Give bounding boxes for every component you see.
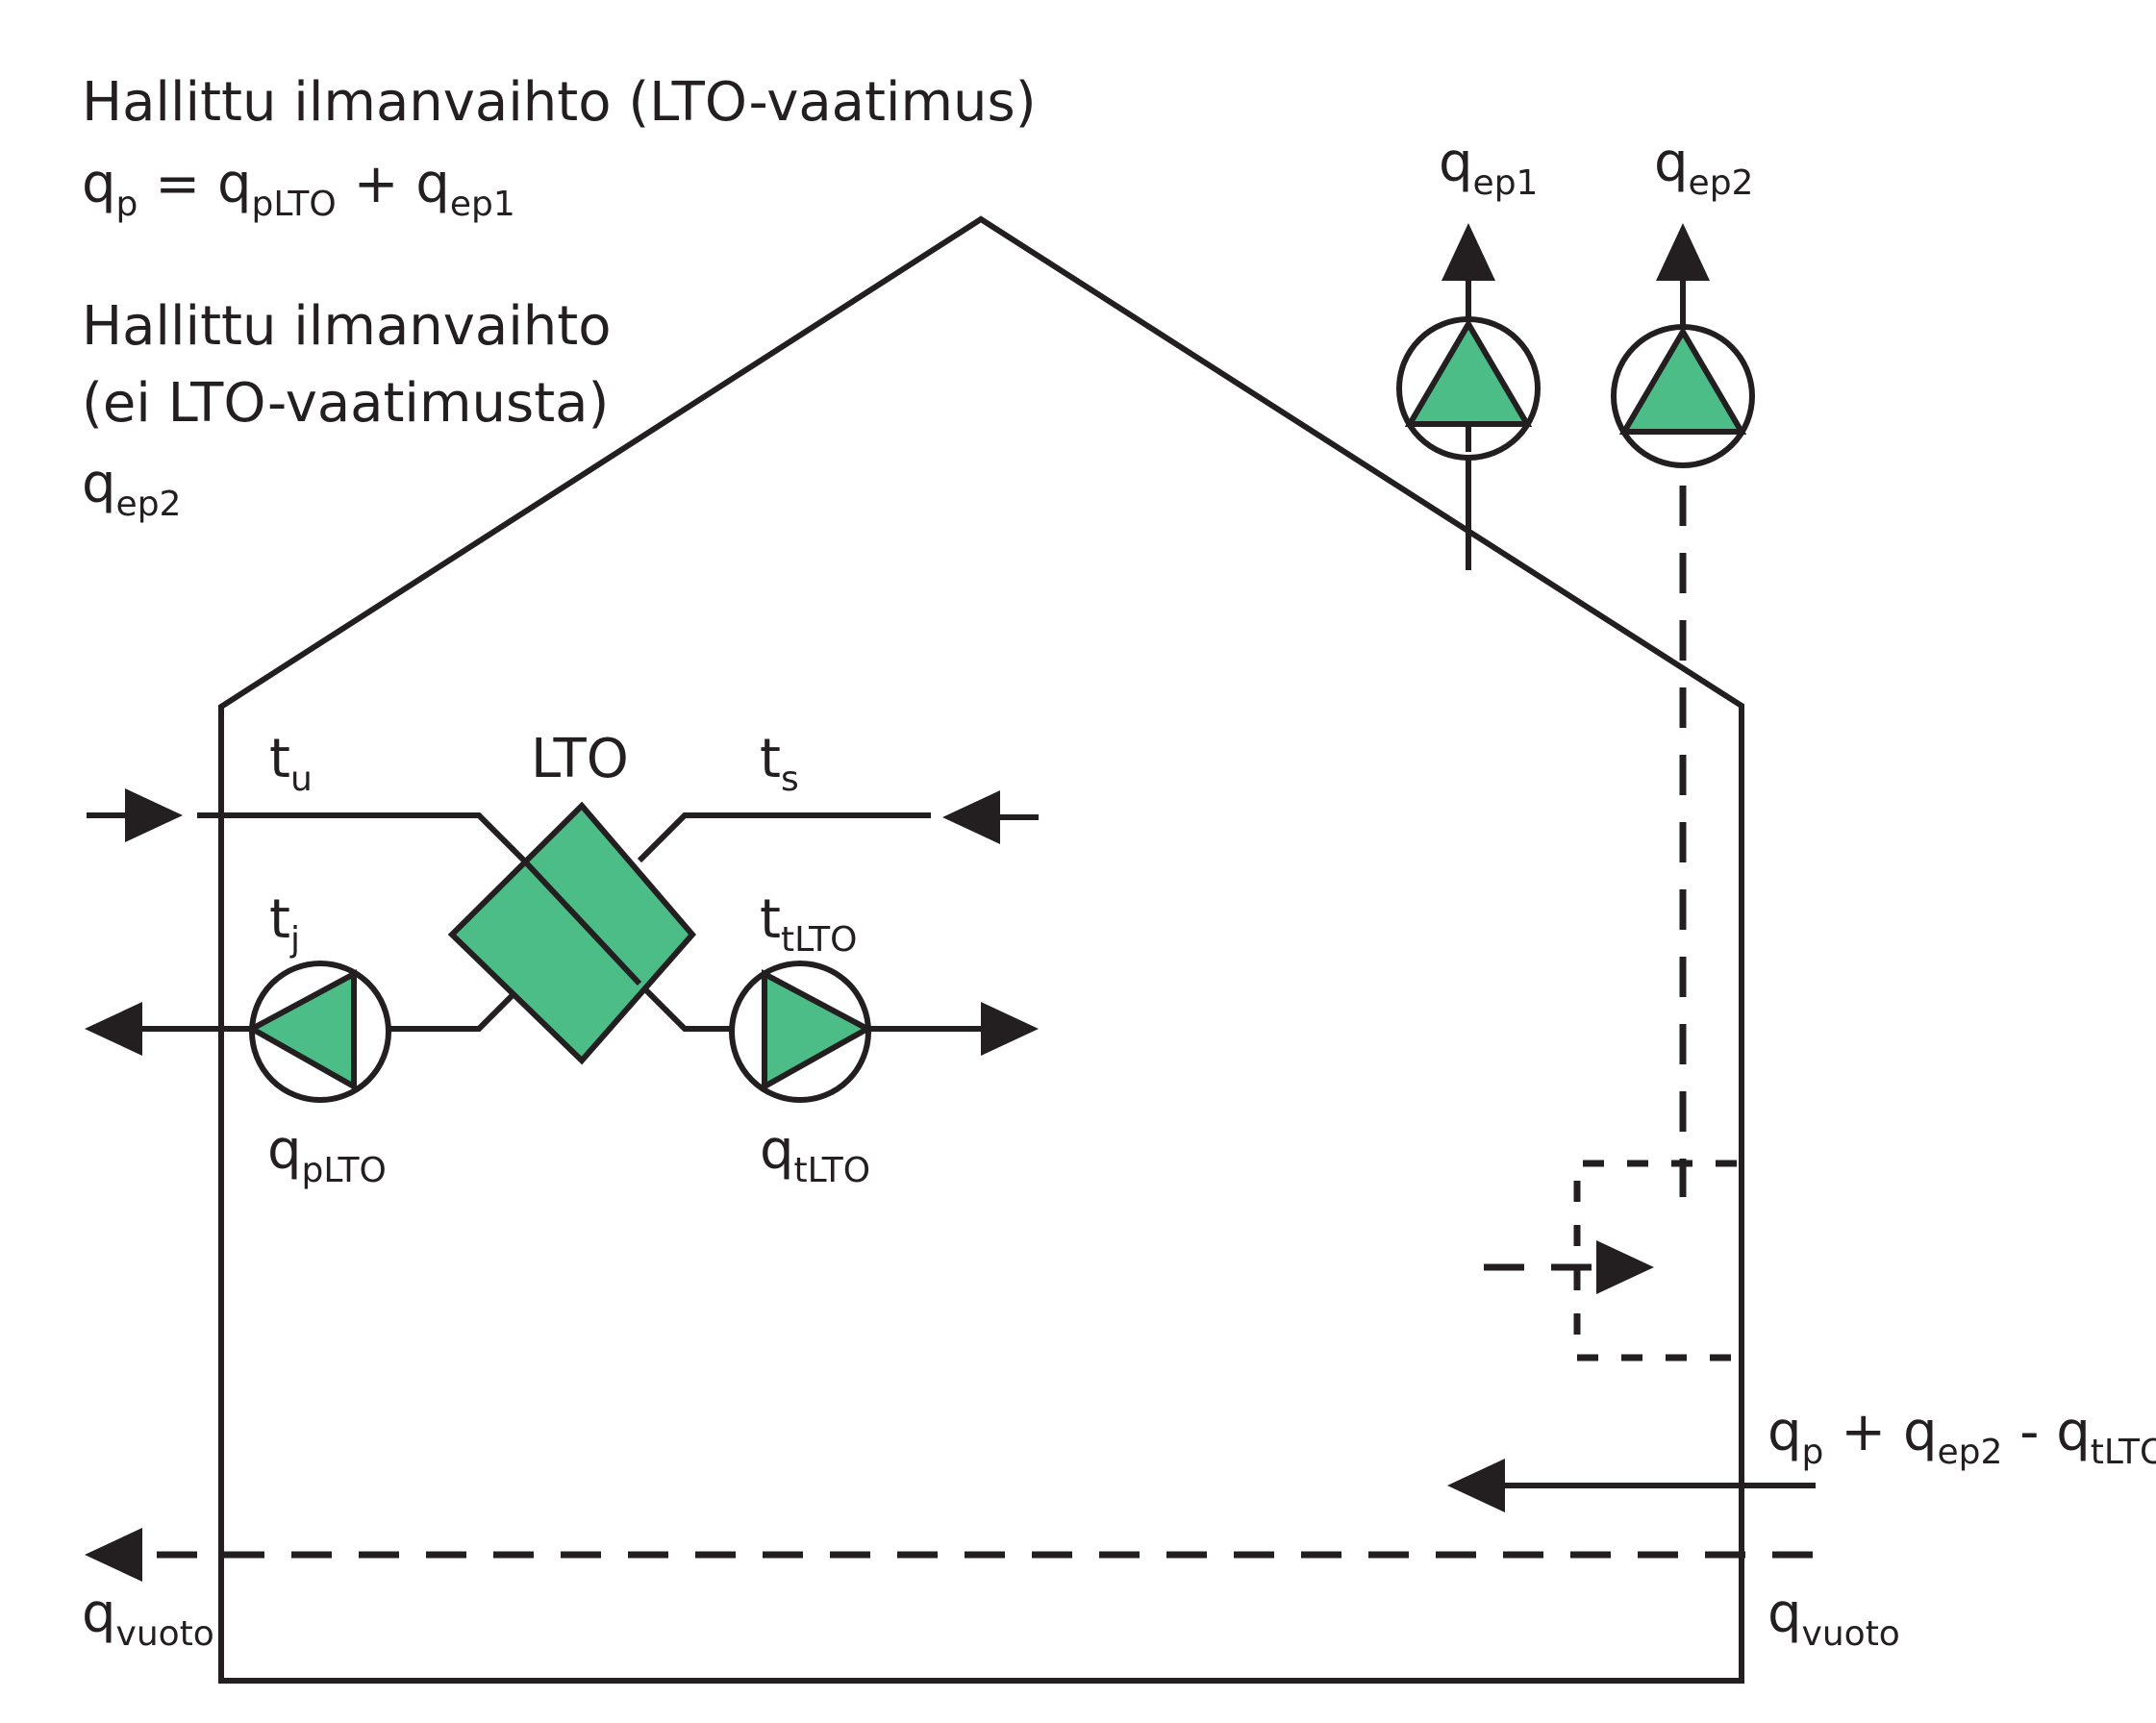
- label-qplto: qpLTO: [267, 1119, 387, 1190]
- leak-flow-line: [85, 1528, 1813, 1582]
- header-title-nolto-2: (ei LTO-vaatimusta): [82, 372, 609, 435]
- exhaust-fan-icon: [245, 961, 391, 1103]
- header-title-nolto-1: Hallittu ilmanvaihto: [82, 295, 612, 358]
- label-qep1: qep1: [1439, 132, 1538, 203]
- label-qvuoto-left: qvuoto: [82, 1583, 214, 1654]
- exhaust-fan-ep2-icon: [1611, 223, 1755, 1197]
- label-lto: LTO: [531, 728, 629, 790]
- supply-air-duct: [87, 788, 1039, 863]
- label-tj: tj: [269, 888, 300, 960]
- balance-flow-arrow: [1447, 1459, 1816, 1512]
- header-title-lto: Hallittu ilmanvaihto (LTO-vaatimus): [82, 71, 1037, 134]
- building-outline: [218, 215, 1744, 1684]
- label-ts: ts: [760, 728, 799, 799]
- label-balance: qp + qep2 - qtLTO: [1767, 1401, 2156, 1472]
- header-equation-lto: qp = qpLTO + qep1: [82, 153, 515, 224]
- transfer-air-box: [1484, 1160, 1737, 1361]
- label-qvuoto-right: qvuoto: [1767, 1583, 1900, 1654]
- supply-fan-icon: [729, 961, 874, 1103]
- exhaust-fan-ep1-icon: [1396, 223, 1541, 570]
- heat-exchanger-icon: [447, 801, 696, 1065]
- label-qtlto: qtLTO: [760, 1119, 870, 1190]
- label-qep2: qep2: [1654, 132, 1753, 203]
- header-equation-nolto: qep2: [82, 453, 181, 524]
- label-tu: tu: [269, 728, 313, 799]
- label-ttlto: ttLTO: [760, 888, 858, 960]
- exhaust-air-duct: [85, 981, 1039, 1056]
